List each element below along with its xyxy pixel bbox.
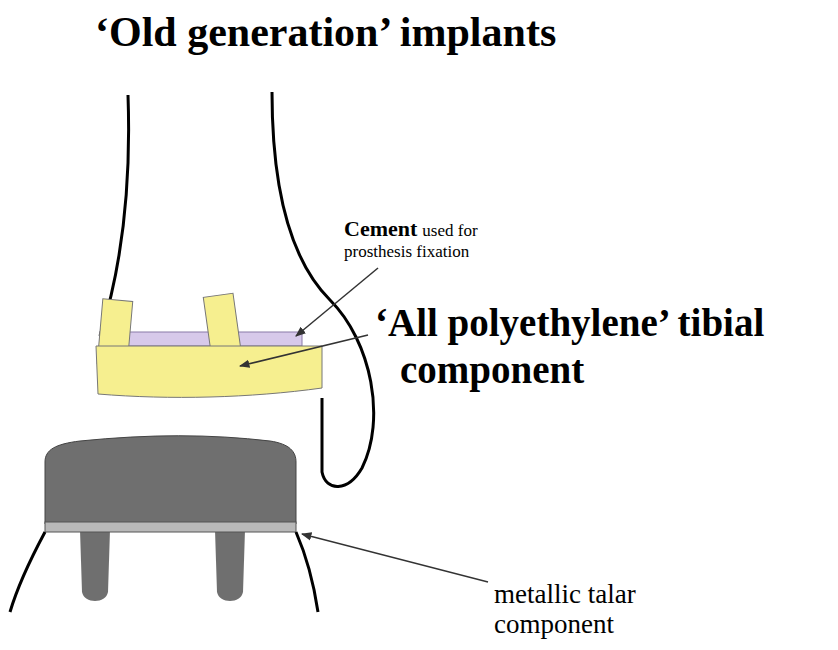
part-name: metallic talar component (494, 579, 636, 639)
leader-line (296, 268, 378, 336)
leader-line (240, 335, 368, 366)
part-name: ‘All polyethylene’ tibial component (375, 301, 764, 391)
talar-base (45, 522, 296, 532)
talar-peg (215, 530, 245, 601)
talar-peg (80, 530, 110, 601)
fibula-outline (272, 92, 374, 487)
part-name: Cement (344, 216, 417, 241)
talus-outline (10, 532, 45, 612)
talar-component (45, 436, 296, 524)
talus-outline (296, 532, 318, 612)
title: ‘Old generation’ implants (95, 9, 556, 55)
cement-label: Cementused for prosthesis fixation (344, 216, 544, 263)
leader-line (302, 534, 488, 582)
